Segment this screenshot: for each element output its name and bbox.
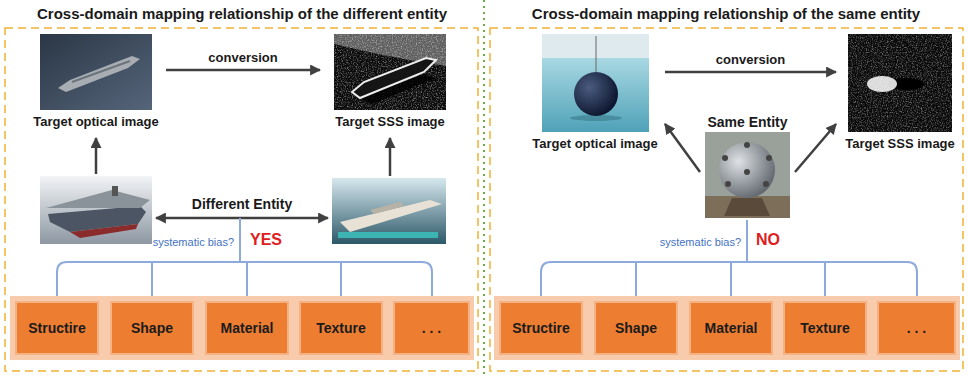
ship-figure (58, 56, 140, 92)
arrow-connector (795, 124, 836, 172)
attribute-box: Material (205, 301, 289, 355)
question-label: systematic bias? (153, 236, 234, 248)
dashed-frame (5, 28, 478, 371)
image-caption: Target optical image (525, 136, 665, 151)
image-caption: Target optical image (26, 114, 166, 129)
model-keel (70, 224, 138, 238)
mine-horn (722, 155, 728, 161)
attribute-box: Texture (299, 301, 383, 355)
attribute-box: . . . (393, 301, 470, 355)
attribute-box: . . . (877, 301, 956, 355)
mine-stand (724, 198, 770, 216)
attribute-name: Shape (615, 320, 657, 336)
image-area (836, 34, 964, 132)
sonar-ship-echo (352, 58, 436, 98)
model-photo (40, 176, 152, 244)
edge-label: conversion (716, 52, 785, 67)
mine-figure (574, 72, 618, 116)
attribute-name: Material (705, 320, 758, 336)
image-caption: Target SSS image (320, 114, 460, 129)
mine-horn (725, 181, 731, 187)
sonar-image (848, 34, 952, 132)
arrow-connector (166, 69, 320, 72)
double-arrow (156, 217, 328, 220)
attribute-name: Material (221, 320, 274, 336)
model-superstructure (370, 202, 404, 214)
image-panel: Target SSS image (320, 34, 460, 129)
edge-label: conversion (208, 50, 277, 65)
attribute-box: Material (689, 301, 773, 355)
entity-photo: Same Entity (700, 112, 795, 218)
answer-label: YES (250, 231, 282, 249)
model-deck (46, 190, 150, 208)
sonar-speckle (848, 34, 952, 132)
dashed-frame (490, 28, 963, 371)
attribute-box: Texture (783, 301, 867, 355)
panel-heading: Cross-domain mapping relationship of the… (484, 0, 968, 22)
attribute-band (494, 296, 960, 360)
image-caption: Target SSS image (836, 136, 964, 151)
mine-horn (744, 169, 750, 175)
attribute-band (10, 296, 474, 360)
attribute-box: Shape (110, 301, 194, 355)
mine-photo (705, 132, 790, 218)
attribute-box: Structire (15, 301, 99, 355)
mine-horn (763, 181, 769, 187)
mine-horn (766, 155, 772, 161)
model-hull (340, 200, 442, 232)
answer-label: NO (756, 231, 780, 249)
panel-divider (483, 0, 485, 376)
mine-horn (744, 142, 750, 148)
mine-ground (705, 196, 790, 218)
optical-photo (40, 34, 152, 110)
up-arrow (389, 138, 392, 176)
image-area (700, 132, 795, 218)
ship-deck-line (72, 61, 130, 82)
attribute-box: Structire (499, 301, 583, 355)
attribute-name: Texture (316, 320, 366, 336)
attribute-name: Texture (800, 320, 850, 336)
buoy-line (596, 36, 597, 72)
attribute-name: Structire (28, 320, 86, 336)
sonar-image (334, 34, 446, 110)
image-panel: Target optical image (525, 34, 665, 151)
attribute-name: Structire (512, 320, 570, 336)
image-panel: Target SSS image (836, 34, 964, 151)
image-panel: Target optical image (26, 34, 166, 129)
arrow-connector (665, 124, 700, 172)
attribute-name: . . . (422, 320, 441, 336)
entity-heading: Same Entity (700, 112, 795, 132)
arrow-connector (665, 71, 836, 74)
model-photo (332, 178, 446, 244)
image-area (26, 34, 166, 110)
up-arrow (95, 138, 98, 174)
panel-heading: Cross-domain mapping relationship of the… (0, 0, 484, 22)
image-area (320, 34, 460, 110)
sonar-mine-echo (867, 76, 897, 92)
branch-lines (57, 218, 432, 296)
attribute-box: Shape (594, 301, 678, 355)
branch-lines (541, 220, 917, 296)
question-label: systematic bias? (660, 236, 741, 248)
model-island (112, 186, 118, 196)
image-area (525, 34, 665, 132)
attribute-name: Shape (131, 320, 173, 336)
entity-label: Different Entity (192, 196, 292, 212)
model-base (338, 232, 438, 238)
sonar-speckle (334, 34, 446, 110)
mine-sphere (719, 142, 775, 198)
attribute-name: . . . (907, 320, 926, 336)
